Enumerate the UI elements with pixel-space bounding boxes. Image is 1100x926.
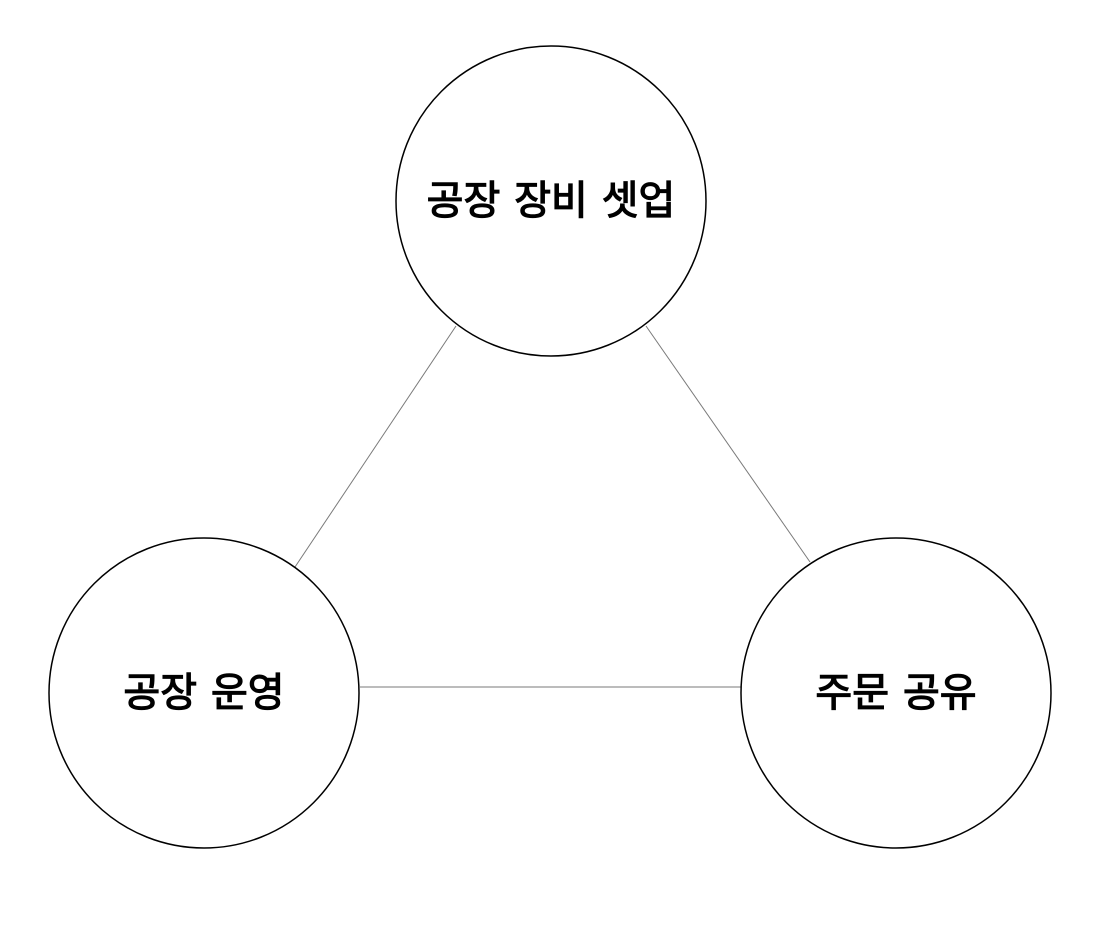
node-circle <box>740 537 1052 849</box>
edge-setup-order-sharing <box>645 325 811 563</box>
node-circle <box>395 45 707 357</box>
node-circle <box>48 537 360 849</box>
node-label: 주문 공유 <box>815 670 976 716</box>
node-factory-equipment-setup: 공장 장비 셋업 <box>395 45 707 357</box>
connector-lines <box>294 325 811 688</box>
edge-setup-operation <box>294 325 457 568</box>
node-factory-operation: 공장 운영 <box>48 537 360 849</box>
node-order-sharing: 주문 공유 <box>740 537 1052 849</box>
node-label: 공장 운영 <box>123 670 284 716</box>
node-label: 공장 장비 셋업 <box>427 178 676 224</box>
